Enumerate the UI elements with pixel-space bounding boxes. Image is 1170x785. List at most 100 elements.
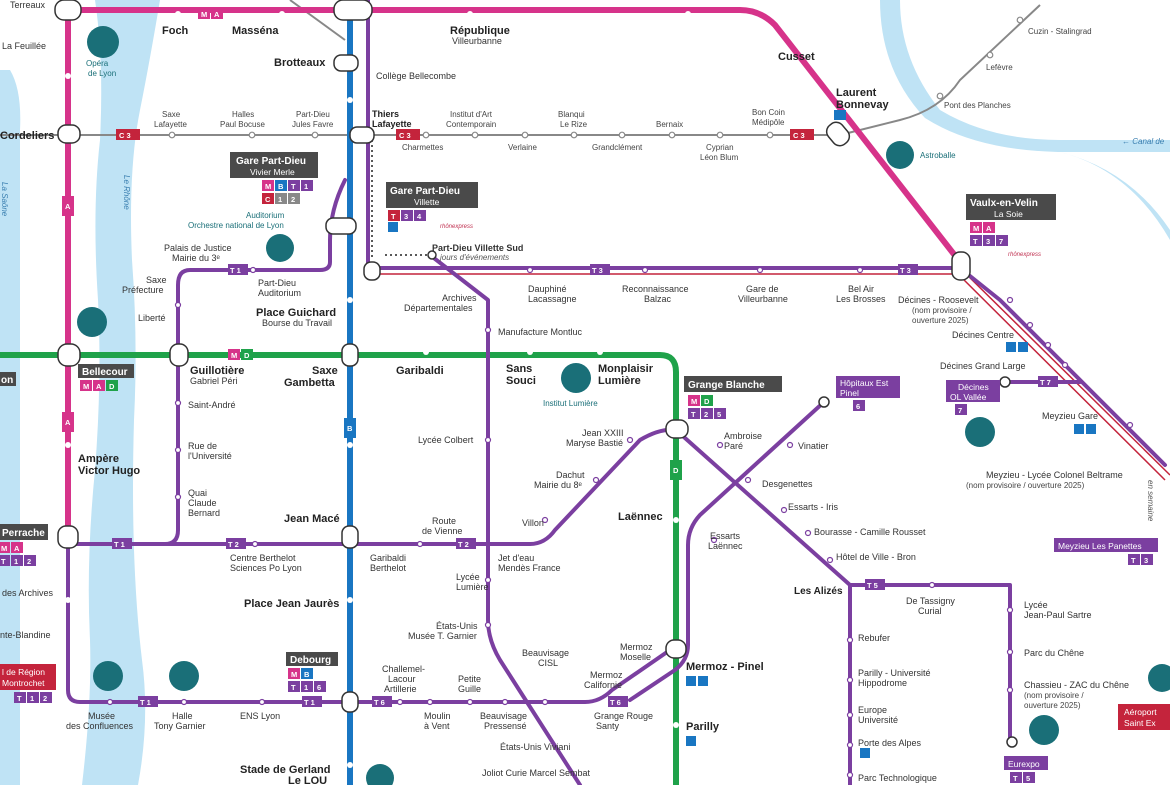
grange-blanche-title: Grange Blanche xyxy=(688,380,765,391)
label-mermoz-moselle-2: Moselle xyxy=(620,652,651,662)
label-etats-unis-viviani: États-Unis Viviani xyxy=(500,742,570,752)
box-meyzieu-panettes[interactable] xyxy=(1054,538,1158,552)
station-markers xyxy=(54,0,1018,748)
label-lycee-jps-1: Lycée xyxy=(1024,600,1048,610)
astroballe-icon xyxy=(886,141,914,169)
parking-icon xyxy=(698,676,708,686)
station-debourg[interactable] xyxy=(341,691,359,713)
label-centre-berthelot-1: Centre Berthelot xyxy=(230,553,296,563)
gerland-icon xyxy=(366,764,394,785)
station-part-dieu-villette-sud[interactable] xyxy=(427,250,437,260)
label-parc-techno: Parc Technologique xyxy=(858,773,937,783)
station-thiers[interactable] xyxy=(349,126,375,144)
box-debourg[interactable] xyxy=(286,652,338,666)
station-foch[interactable] xyxy=(54,0,82,21)
confluences-icon xyxy=(93,661,123,691)
station-part-dieu-villette[interactable] xyxy=(363,261,381,281)
gare-pd-vm-sub: Vivier Merle xyxy=(250,167,295,177)
institut-lumiere-label: Institut Lumière xyxy=(543,399,598,408)
tram-t4 xyxy=(428,253,582,785)
station-perrache[interactable] xyxy=(57,525,79,549)
box-bellecour[interactable] xyxy=(78,364,134,378)
box-aeroport[interactable] xyxy=(1118,704,1170,730)
label-stade-gerland-1: Stade de Gerland xyxy=(240,764,330,776)
chip: T xyxy=(291,182,296,191)
label-bonnevay: Bonnevay xyxy=(836,99,889,111)
label-joliot-curie: Joliot Curie Marcel Sembat xyxy=(482,768,591,778)
box-hopitaux-est[interactable] xyxy=(836,376,900,398)
eurexpo-title: Eurexpo xyxy=(1008,759,1040,769)
station-bellecour[interactable] xyxy=(57,343,81,367)
eurexpo-icon xyxy=(1029,715,1059,745)
label-monplaisir-2: Lumière xyxy=(598,375,641,387)
station-cordeliers[interactable] xyxy=(57,124,81,144)
chip: 7 xyxy=(958,406,962,415)
box-decines-ol[interactable] xyxy=(946,380,1000,402)
label-archives-2: Départementales xyxy=(404,303,473,313)
station-brotteaux[interactable] xyxy=(333,54,359,72)
station-gare-pd-vm[interactable] xyxy=(325,217,357,235)
box-on-partial[interactable] xyxy=(0,372,16,386)
region-sub: Montrochet xyxy=(2,678,45,688)
label-essarts-laennec-2: Laënnec xyxy=(708,541,743,551)
label-cusset: Cusset xyxy=(778,51,815,63)
label-mermoz-moselle-1: Mermoz xyxy=(620,642,653,652)
label-dachut-2: Mairie du 8ᵉ xyxy=(534,480,583,490)
station-saxe-gambetta[interactable] xyxy=(341,343,359,367)
label-moulin-1: Moulin xyxy=(424,711,451,721)
gare-pd-villette-sub: Villette xyxy=(414,197,440,207)
label-manufacture: Manufacture Montluc xyxy=(498,327,583,337)
label-garibaldi: Garibaldi xyxy=(396,365,444,377)
vaulx-title: Vaulx-en-Velin xyxy=(970,198,1038,209)
label-quai-2: Claude xyxy=(188,498,217,508)
label-gare-vil-2: Villeurbanne xyxy=(738,294,788,304)
station-guillotiere[interactable] xyxy=(169,343,189,367)
label-pdvs-sub: jours d'événements xyxy=(439,253,509,262)
box-grange-blanche[interactable] xyxy=(684,376,782,392)
station-vaulx-soie[interactable] xyxy=(951,251,971,281)
vtag-a-1: A xyxy=(65,202,71,211)
line-tags: M A C 3 C 3 C 3 M D T 1 T 3 T 3 T 1 T 2 … xyxy=(112,8,1058,707)
box-vaulx[interactable] xyxy=(966,194,1056,220)
label-chassieu-3: ouverture 2025) xyxy=(1024,701,1081,710)
label-route-vienne-2: de Vienne xyxy=(422,526,462,536)
label-rebufer: Rebufer xyxy=(858,633,890,643)
chip: 2 xyxy=(704,410,708,419)
label-monplaisir-1: Monplaisir xyxy=(598,363,654,375)
stadium-icon xyxy=(965,417,995,447)
label-ambroise-1: Ambroise xyxy=(724,431,762,441)
vtag-b-1: B xyxy=(347,424,353,433)
label-saxe-gambetta-1: Saxe xyxy=(312,365,338,377)
airport-icon xyxy=(1148,664,1170,692)
label-lycee-lumiere-2: Lumière xyxy=(456,582,489,592)
label-parilly-univ-1: Parilly - Université xyxy=(858,668,931,678)
label-palais-1: Palais de Justice xyxy=(164,243,232,253)
chip: 2 xyxy=(27,557,31,566)
station-laurent-bonnevay[interactable] xyxy=(823,119,852,149)
label-mermoz-calif-2: Californie xyxy=(584,680,622,690)
label-republique-sub: Villeurbanne xyxy=(452,36,502,46)
station-brotteaux-big[interactable] xyxy=(333,0,373,21)
box-gare-pd-vm[interactable] xyxy=(230,152,318,178)
station-eurexpo[interactable] xyxy=(1006,736,1018,748)
box-eurexpo[interactable] xyxy=(1004,756,1048,770)
box-gare-pd-villette[interactable] xyxy=(386,182,478,208)
box-hotel-region[interactable] xyxy=(0,664,56,690)
station-hopitaux-est[interactable] xyxy=(818,396,830,408)
station-mermoz-pinel[interactable] xyxy=(665,639,687,659)
chip: A xyxy=(14,544,20,553)
label-chassieu-2: (nom provisoire / xyxy=(1024,691,1084,700)
parking-icon xyxy=(834,110,846,120)
station-decines-ol[interactable] xyxy=(999,376,1011,388)
label-thiers-2: Lafayette xyxy=(372,119,412,129)
tram-t6 xyxy=(628,400,826,702)
label-grange-rouge-1: Grange Rouge xyxy=(594,711,653,721)
region-title: l de Région xyxy=(2,667,45,677)
station-grange-blanche[interactable] xyxy=(665,419,689,439)
station-jean-mace[interactable] xyxy=(341,525,359,549)
label-sans-souci-1: Sans xyxy=(506,363,532,375)
label-essarts-iris: Essarts - Iris xyxy=(788,502,839,512)
tag-t1-b: T 1 xyxy=(114,540,125,549)
box-perrache[interactable] xyxy=(0,524,48,540)
label-mermoz-calif-1: Mermoz xyxy=(590,670,623,680)
